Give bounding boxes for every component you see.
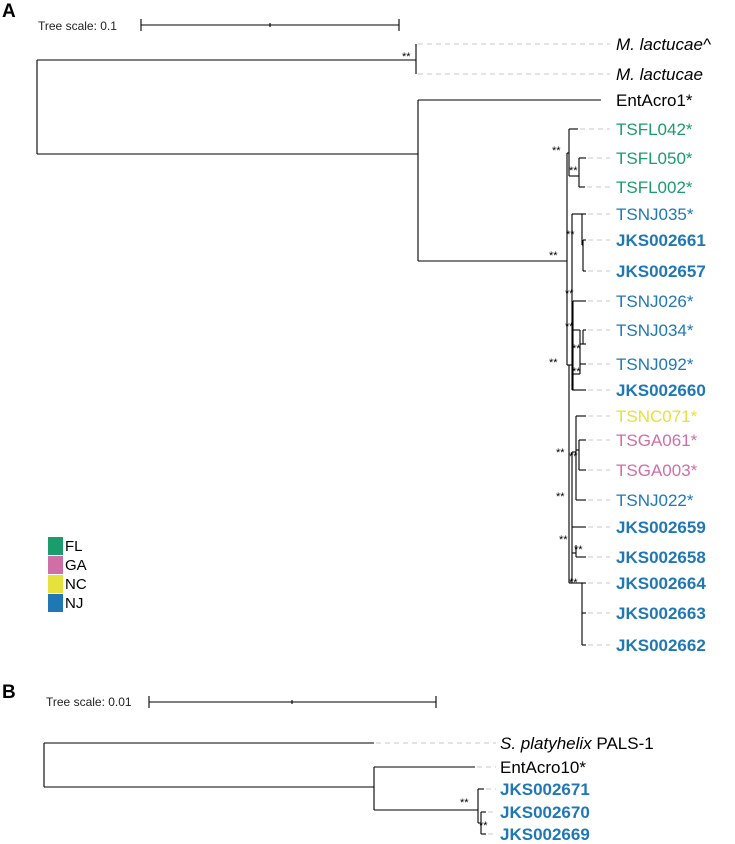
tip-label: JKS002670 [500, 803, 590, 822]
tip-label: TSNC071* [616, 407, 698, 426]
tip-label: M. lactucae [616, 65, 703, 84]
panel-a-tip-labels: M. lactucae^ M. lactucae EntAcro1* TSFL0… [616, 35, 712, 655]
tip-label: TSGA003* [616, 461, 698, 480]
support-label: ** [569, 165, 578, 177]
tip-label: TSFL042* [616, 120, 693, 139]
panel-b-leaders [376, 742, 496, 835]
support-label: ** [572, 343, 581, 355]
tip-label: JKS002664 [616, 574, 706, 593]
legend-swatch-ga [48, 556, 63, 574]
support-label: ** [574, 544, 583, 556]
tip-label: M. lactucae^ [616, 35, 712, 54]
legend-label-fl: FL [65, 538, 83, 555]
tip-label: JKS002658 [616, 548, 706, 567]
panel-b-letter: B [2, 682, 16, 703]
tip-label: TSNJ026* [616, 292, 694, 311]
tip-label: JKS002661 [616, 231, 706, 250]
support-label: ** [569, 451, 578, 463]
support-label: ** [556, 491, 565, 503]
support-label: ** [549, 357, 558, 369]
support-label: ** [565, 321, 574, 333]
tip-label: JKS002657 [616, 262, 706, 281]
tip-label: JKS002660 [616, 381, 706, 400]
support-label: ** [569, 577, 578, 589]
legend-swatch-nc [48, 575, 63, 593]
panel-a-scale-label: Tree scale: 0.1 [38, 19, 117, 33]
support-label: ** [549, 250, 558, 262]
legend: FL GA NC NJ [48, 537, 87, 612]
tip-label: JKS002659 [616, 518, 706, 537]
legend-swatch-fl [48, 537, 63, 555]
legend-label-ga: GA [65, 557, 87, 574]
support-label: ** [565, 288, 574, 300]
tip-label: JKS002669 [500, 825, 590, 844]
legend-label-nc: NC [65, 576, 87, 593]
panel-b-support-values: ** ** [460, 797, 488, 832]
panel-b-scale-label: Tree scale: 0.01 [46, 695, 132, 709]
legend-swatch-nj [48, 594, 63, 612]
legend-label-nj: NJ [65, 595, 83, 612]
panel-a-support-values: ** ** ** ** ** ** ** ** ** ** ** ** ** *… [402, 51, 583, 589]
tip-label: TSGA061* [616, 431, 698, 450]
panel-a-scale-bar: Tree scale: 0.1 [38, 19, 400, 33]
tip-label: JKS002662 [616, 636, 706, 655]
support-label: ** [460, 797, 469, 809]
support-label: ** [479, 820, 488, 832]
panel-a-tree [36, 44, 601, 646]
support-label: ** [566, 229, 575, 241]
tip-label: JKS002663 [616, 604, 706, 623]
tip-label: TSFL002* [616, 178, 693, 197]
tip-label: TSNJ035* [616, 205, 694, 224]
tip-label: TSNJ034* [616, 321, 694, 340]
support-label: ** [556, 447, 565, 459]
support-label: ** [559, 534, 568, 546]
tip-label: S. platyhelix PALS-1 [500, 734, 654, 753]
tip-label: EntAcro10* [500, 758, 586, 777]
panel-b-scale-bar: Tree scale: 0.01 [46, 695, 437, 709]
tip-label: TSNJ092* [616, 355, 694, 374]
panel-b-tip-labels: S. platyhelix PALS-1 EntAcro10* JKS00267… [500, 734, 654, 844]
panel-a-letter: A [2, 1, 16, 22]
support-label: ** [552, 145, 561, 157]
tip-label: EntAcro1* [616, 91, 693, 110]
tip-label: TSNJ022* [616, 491, 694, 510]
panel-a-leaders [418, 43, 610, 646]
tip-label: TSFL050* [616, 149, 693, 168]
support-label: ** [572, 366, 581, 378]
support-label: ** [402, 51, 411, 63]
panel-b-tree [43, 742, 486, 835]
tip-label: JKS002671 [500, 780, 590, 799]
